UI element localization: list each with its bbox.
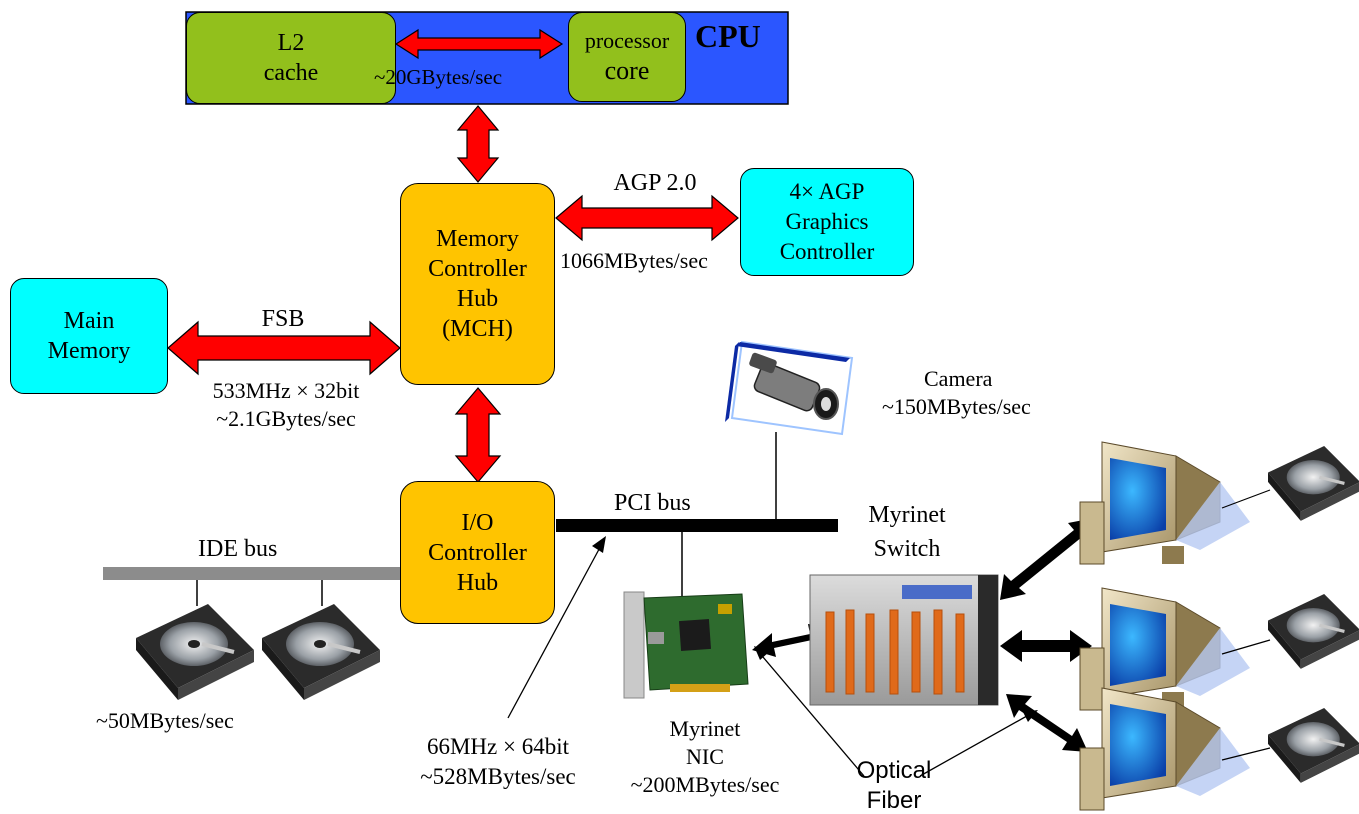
ide-disk-2-icon [262,604,380,700]
switch-pc1-arrow [1000,518,1094,600]
agp-speed-label: 1066MBytes/sec [560,248,708,273]
agp-graphics-controller-box: 4× AGP Graphics Controller [740,168,914,276]
fsb-speed-line2: ~2.1GBytes/sec [216,406,356,431]
optical-fiber-line2: Fiber [866,787,922,814]
myrinet-nic-icon [623,591,749,699]
processor-core-label-top: processor [584,28,670,53]
myrinet-switch-label-1: Myrinet [868,502,946,528]
myrinet-switch-icon [809,574,999,706]
fsb-label: FSB [261,306,305,332]
switch-pc3-arrow [1006,694,1088,752]
processor-core-label-bottom: core [604,56,650,85]
myrinet-nic-line2: NIC [686,744,724,769]
mch-label: Memory Controller Hub (MCH) [428,226,527,342]
pc-2-icon [1079,587,1250,711]
pci-speed-line1: 66MHz × 64bit [426,734,570,759]
agp-bus-label: AGP 2.0 [613,170,697,196]
pci-bus-line [556,519,838,532]
agp-graphics-controller-label: 4× AGP Graphics Controller [779,179,875,264]
io-controller-hub-box: I/O Controller Hub [400,481,555,624]
pci-speed-pointer [507,536,606,719]
myrinet-nic-line1: Myrinet [669,716,741,741]
camera-label: Camera [924,366,993,391]
l2-cache-label: L2 cache [263,30,319,86]
main-memory-box: Main Memory [10,278,168,394]
myrinet-switch-label-2: Switch [873,536,941,562]
pci-speed-line2: ~528MBytes/sec [420,764,576,789]
switch-pc2-arrow [1000,630,1092,662]
ide-speed-label: ~50MBytes/sec [96,708,234,733]
cpu-label: CPU [695,18,761,54]
agp-arrow [555,194,739,242]
pc-disk-2-icon [1268,594,1359,669]
pci-bus-label: PCI bus [614,490,691,516]
myrinet-nic-line3: ~200MBytes/sec [630,772,780,797]
processor-core-box: processor core [568,12,686,102]
l2-cache-box: L2 cache [186,12,396,104]
camera-speed: ~150MBytes/sec [882,394,1031,419]
pc-disk-1-icon [1268,446,1359,521]
io-controller-hub-label: I/O Controller Hub [428,509,527,596]
camera-icon [725,340,854,436]
pc-disk-3-icon [1268,708,1359,783]
mch-box: Memory Controller Hub (MCH) [400,183,555,385]
pc-3-icon [1079,687,1250,811]
cpu-mch-arrow [456,105,500,183]
ide-disk-1-icon [136,604,254,700]
fsb-speed-line1: 533MHz × 32bit [212,378,360,403]
main-memory-label: Main Memory [47,308,131,364]
ide-bus-label: IDE bus [198,536,278,562]
pc-1-icon [1079,441,1250,565]
ide-bus-line [103,567,401,580]
optical-fiber-line1: Optical [856,757,932,784]
mch-ioch-arrow [454,387,502,483]
cpu-bus-speed: ~20GBytes/sec [374,65,503,89]
cpu-internal-arrow [394,28,564,60]
